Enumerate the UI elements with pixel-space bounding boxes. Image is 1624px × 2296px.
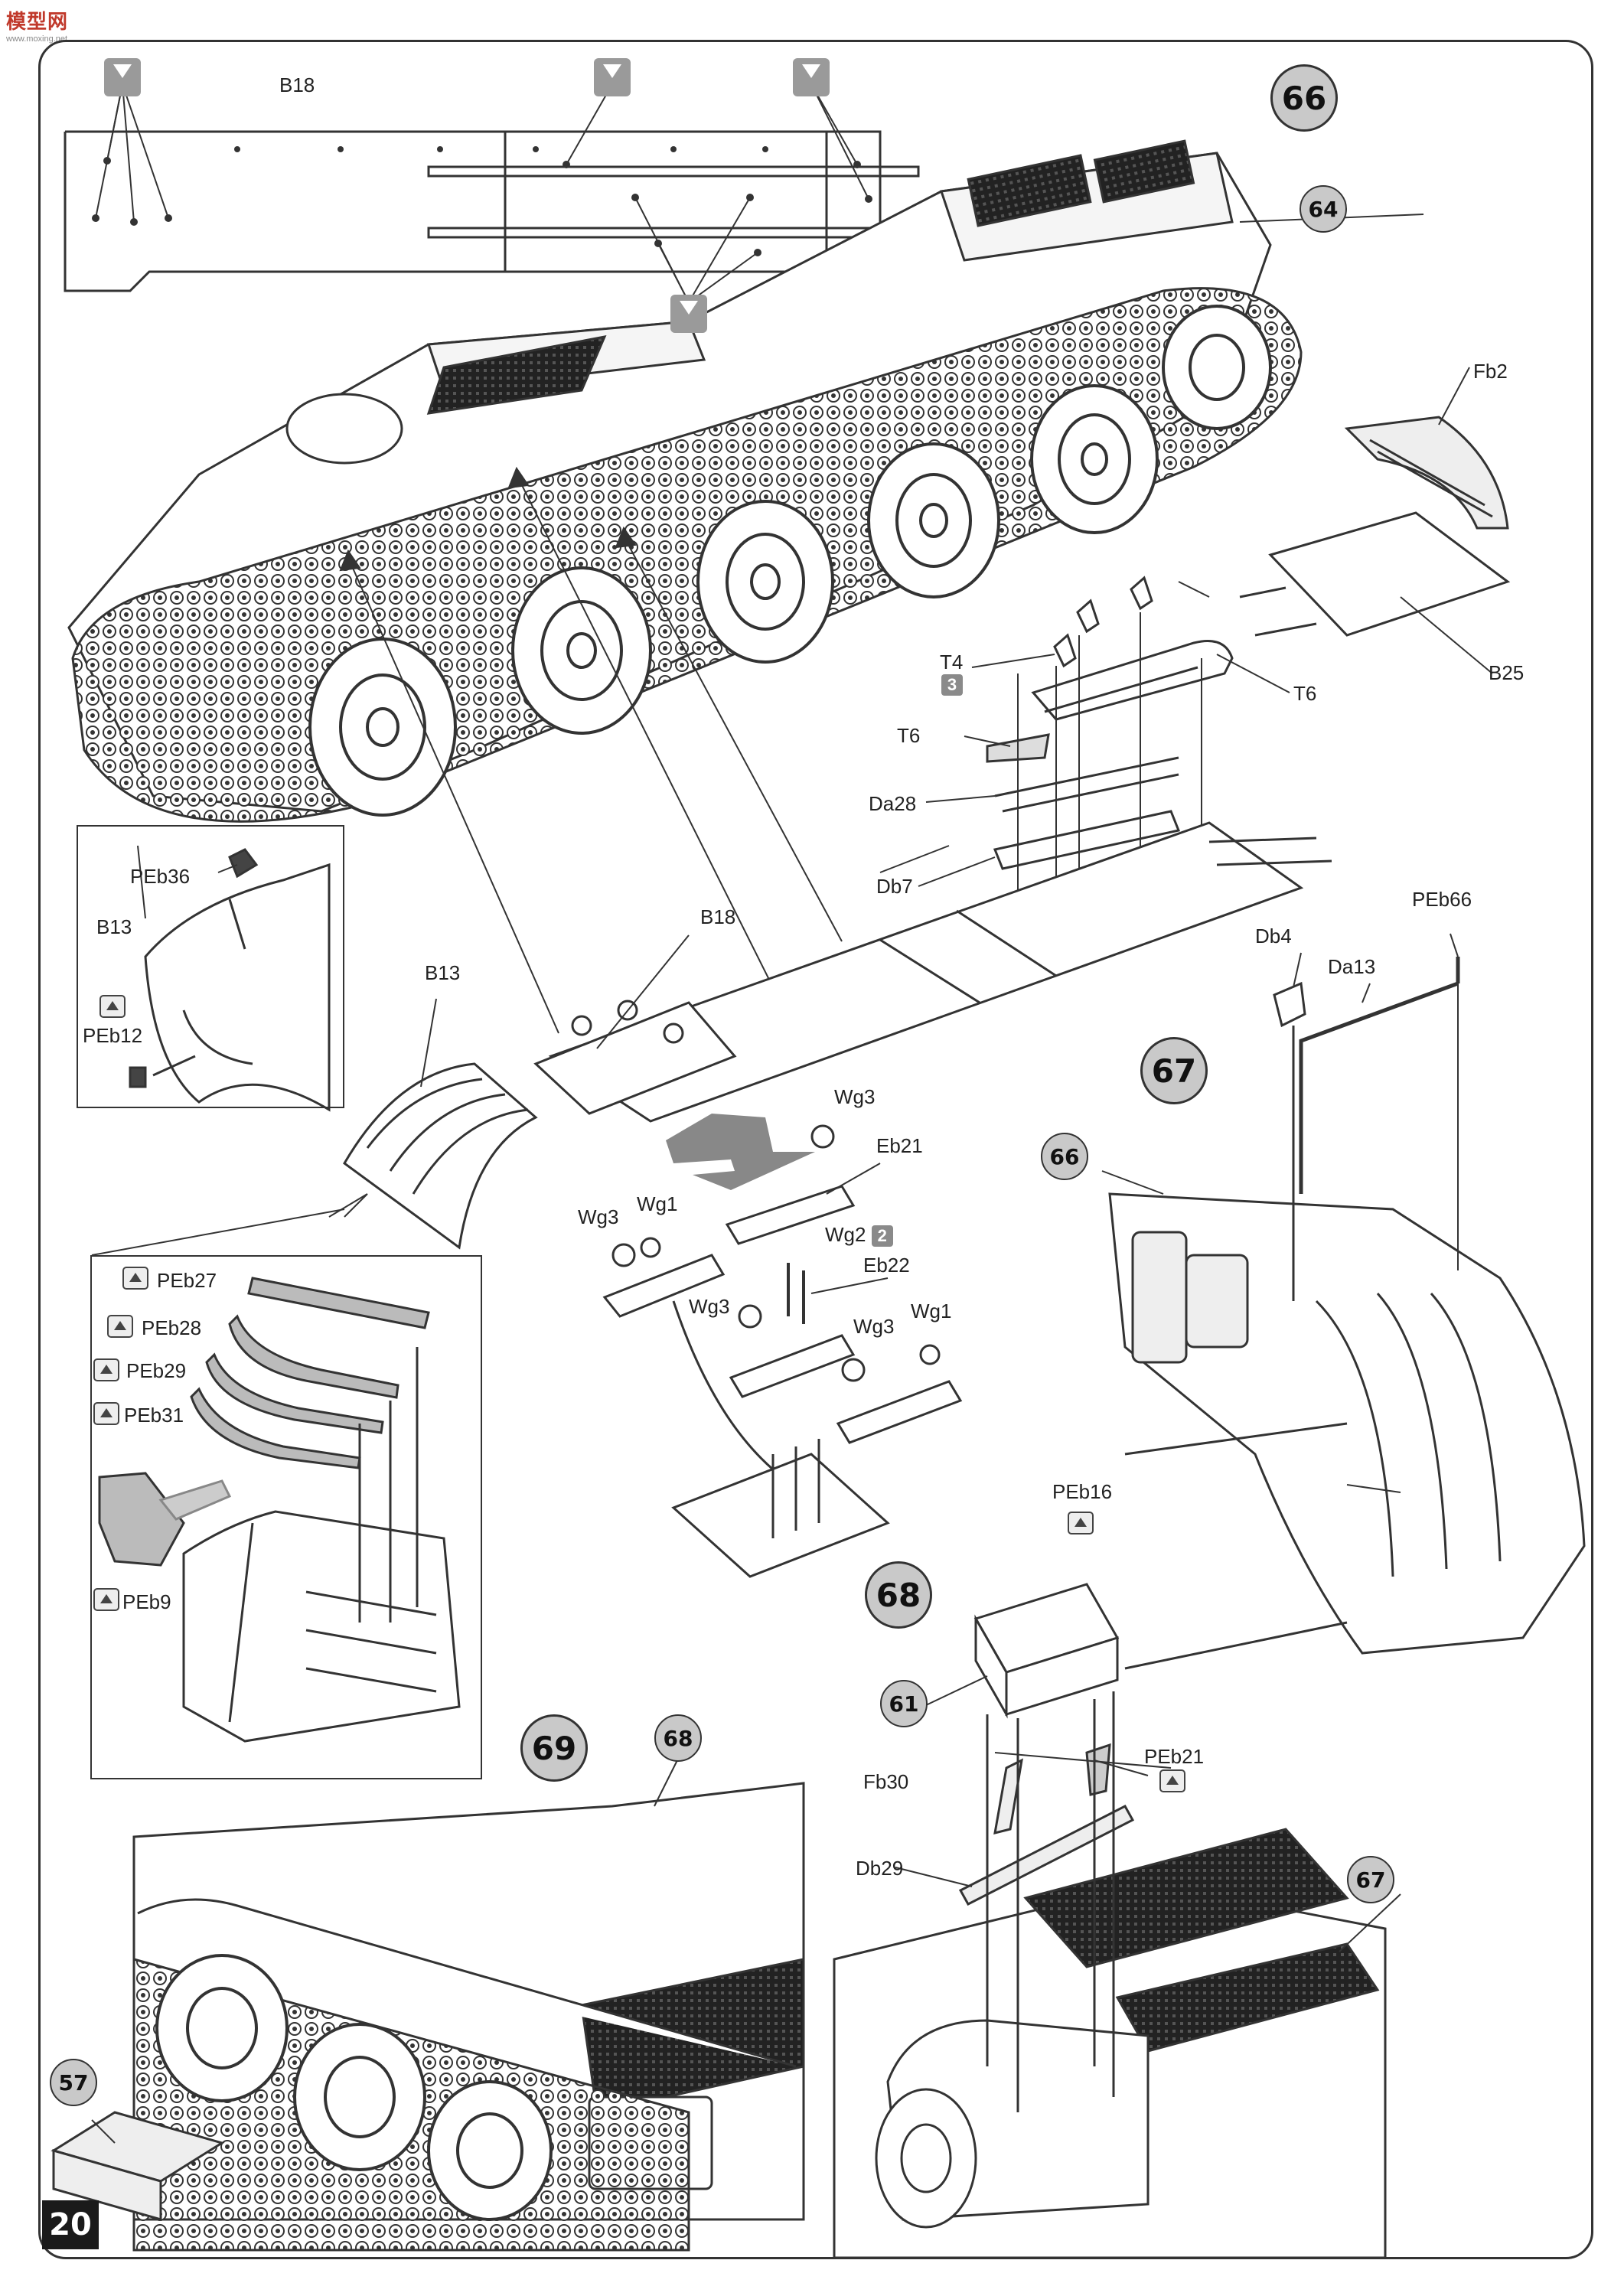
label-db29: Db29 [856,1857,904,1880]
step-number-68: 68 [865,1561,932,1629]
watermark-brand: 模型网 [6,10,69,33]
label-wg2-text: Wg2 [825,1223,866,1246]
wg2-rods [787,1263,805,1324]
glue-leader-lines [95,83,869,303]
quantity-badge: 3 [941,674,963,696]
label-wg3-mid: Wg3 [689,1295,730,1318]
inset-bracket-peb9 [98,1472,232,1567]
label-b18-mid: B18 [700,905,736,928]
hull-rear-67b [833,1828,1387,2259]
label-b13-inset: B13 [96,915,132,938]
label-wg3-top: Wg3 [834,1085,876,1108]
label-peb28: PEb28 [142,1316,202,1339]
glue-point-icon [594,58,631,96]
inset-callout [91,1193,368,1256]
b18-panel-top [64,130,920,292]
photo-etch-icon [93,1402,119,1425]
photo-etch-icon [93,1588,119,1611]
base-plate-68 [671,1300,890,1578]
label-fb2: Fb2 [1473,360,1508,383]
label-peb27: PEb27 [157,1269,217,1292]
ref-step-64: 64 [1300,185,1347,233]
ref-step-68: 68 [654,1714,702,1762]
inset-pe-strips [190,1277,430,1469]
label-peb31: PEb31 [124,1404,184,1427]
label-peb36: PEb36 [130,865,191,888]
label-t4: T4 [940,652,963,672]
photo-etch-icon [93,1358,119,1381]
watermark-logo: 模型网 www.moxing.net [6,6,68,44]
ref-step-66: 66 [1041,1133,1088,1180]
label-da13: Da13 [1328,955,1376,978]
label-peb66: PEb66 [1412,888,1472,911]
label-peb29: PEb29 [126,1359,187,1382]
label-da28: Da28 [869,792,917,815]
fb2-part [1344,416,1509,530]
b13-fender-main [343,1062,538,1250]
inset-fender-assembly [182,1347,461,1743]
label-peb12: PEb12 [83,1024,143,1047]
photo-etch-icon [1159,1769,1185,1792]
ref-step-61: 61 [880,1680,928,1727]
inset-peb36-detail [77,825,344,1108]
t4-clips [1053,576,1153,668]
label-b25: B25 [1489,661,1525,684]
glue-point-icon [793,58,830,96]
box-61 [973,1583,1120,1719]
da13-rod [1299,957,1460,1194]
b18-glue-dots [92,146,872,256]
part-57 [51,2111,225,2221]
glue-point-icon [670,295,707,333]
direction-arrow [666,1114,815,1190]
label-wg2: Wg2 2 [825,1225,893,1247]
label-eb21: Eb21 [876,1134,923,1157]
inset-pe-fender-detail [90,1255,482,1779]
label-peb9: PEb9 [122,1590,171,1613]
page-number: 20 [42,2200,99,2249]
label-wg1-right: Wg1 [911,1300,952,1322]
label-wg3-left: Wg3 [578,1205,619,1228]
label-db7: Db7 [876,875,913,898]
label-peb16: PEb16 [1052,1480,1113,1503]
ref-step-57: 57 [50,2059,97,2106]
photo-etch-icon [99,995,126,1018]
photo-etch-icon [107,1315,133,1338]
photo-etch-icon [122,1267,148,1290]
wg-brackets [602,1124,963,1444]
fb30-db29-parts [958,1691,1135,2112]
page-frame [38,40,1593,2259]
label-fb30: Fb30 [863,1770,909,1793]
road-wheels [308,305,1272,817]
glue-point-icon [104,58,141,96]
label-t6-left: T6 [897,724,921,747]
label-t4-text: T4 [940,651,964,673]
label-eb22: Eb22 [863,1254,910,1277]
photo-etch-icon [1068,1512,1094,1534]
label-db4: Db4 [1255,925,1292,947]
label-peb21: PEb21 [1144,1745,1205,1768]
quantity-badge: 2 [871,1225,893,1247]
b25-plate [1239,511,1511,637]
wheels-69 [155,1954,553,2221]
label-t4-count: 3 [941,673,963,696]
step-number-66: 66 [1270,64,1338,132]
label-t6-right: T6 [1293,682,1317,705]
label-wg1-left: Wg1 [637,1192,678,1215]
db4-clip [1273,981,1306,1301]
inset-b13-drawing [129,848,331,1112]
step-number-69: 69 [520,1714,588,1782]
label-leaders [91,214,1493,2144]
label-b13-main: B13 [425,961,461,984]
assembly-arrows [339,466,1210,1034]
label-b18-top: B18 [279,73,315,96]
step-number-67: 67 [1140,1037,1208,1104]
watermark-url: www.moxing.net [6,34,68,44]
ref-step-67: 67 [1347,1856,1394,1903]
rear-hull-67 [1108,1192,1586,1670]
label-wg3-right: Wg3 [853,1315,895,1338]
